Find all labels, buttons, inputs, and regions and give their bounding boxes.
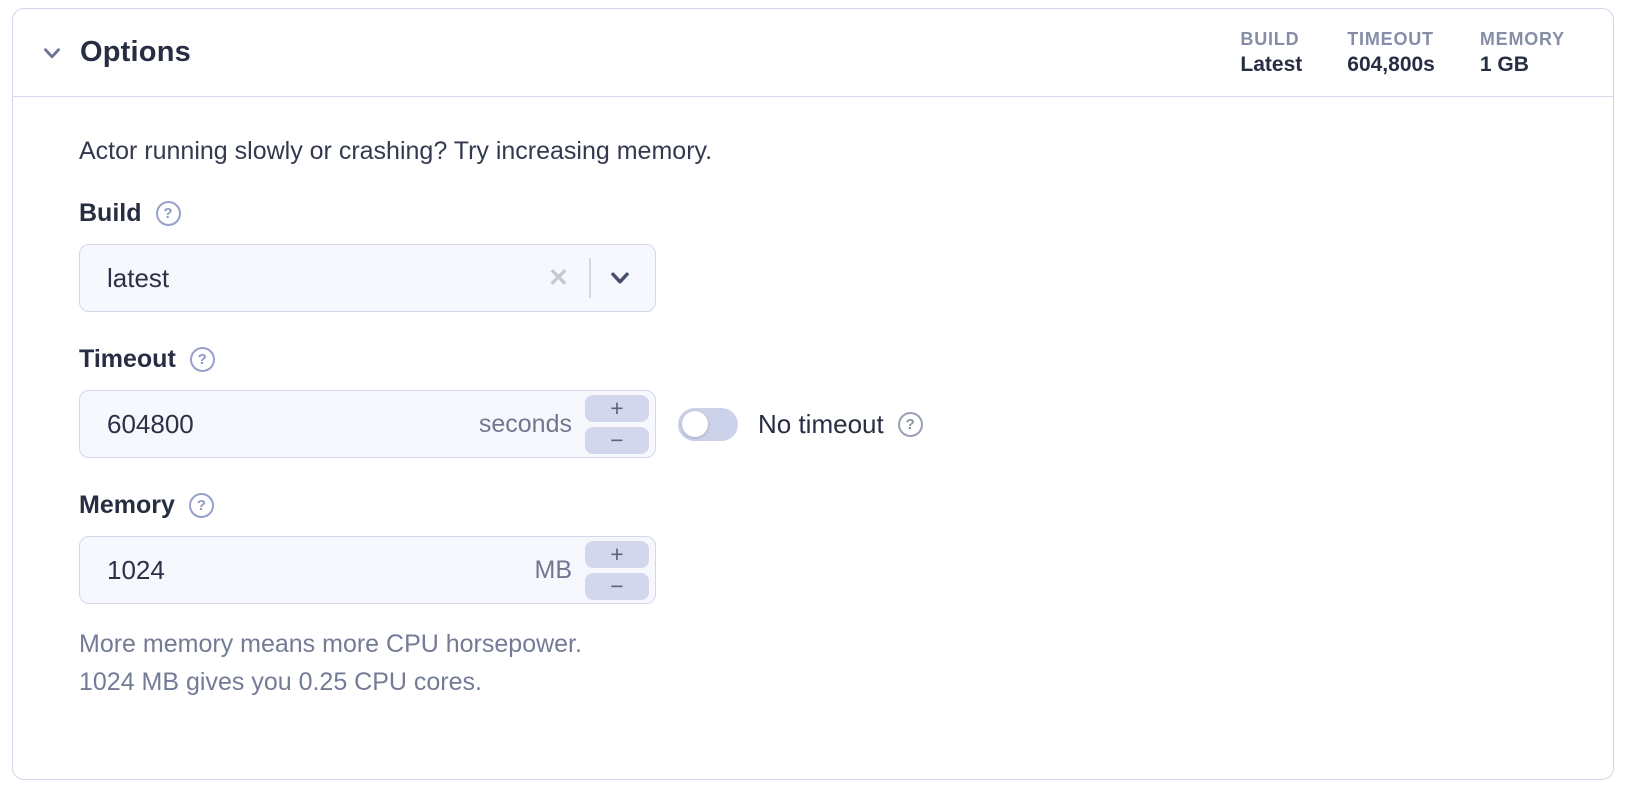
options-body: Actor running slowly or crashing? Try in… — [13, 97, 1613, 701]
clear-icon[interactable]: ✕ — [548, 263, 569, 292]
memory-stepper: + − — [585, 540, 649, 600]
summary-memory-value: 1 GB — [1479, 52, 1529, 76]
summary-timeout: TIMEOUT 604,800s — [1347, 29, 1435, 77]
build-label-row: Build ? — [79, 199, 1573, 228]
timeout-input[interactable] — [107, 408, 479, 440]
memory-input[interactable] — [107, 554, 535, 586]
memory-increment-button[interactable]: + — [585, 540, 649, 568]
build-select[interactable]: ✕ — [79, 244, 656, 312]
build-help-icon[interactable]: ? — [155, 201, 181, 226]
memory-hint-text: Actor running slowly or crashing? Try in… — [79, 137, 713, 165]
timeout-decrement-button[interactable]: − — [585, 426, 649, 454]
chevron-down-icon[interactable] — [39, 40, 65, 66]
no-timeout-help-icon[interactable]: ? — [897, 411, 923, 437]
memory-unit-label: MB — [534, 555, 573, 584]
options-header[interactable]: Options BUILD Latest TIMEOUT 604,800s ME… — [13, 9, 1613, 97]
memory-help-icon[interactable]: ? — [188, 493, 214, 518]
memory-helper-line-1: More memory means more CPU horsepower. — [79, 630, 582, 658]
summary-timeout-label: TIMEOUT — [1347, 28, 1434, 49]
summary-build-label: BUILD — [1240, 28, 1300, 49]
summary-timeout-value: 604,800s — [1347, 52, 1435, 76]
timeout-unit-label: seconds — [478, 409, 572, 438]
no-timeout-label: No timeout — [758, 408, 884, 439]
timeout-row: seconds + − No timeout ? — [79, 374, 1573, 458]
timeout-label: Timeout — [79, 345, 176, 373]
timeout-label-row: Timeout ? — [79, 345, 1573, 374]
memory-field: MB + − — [79, 536, 656, 604]
memory-label-row: Memory ? — [79, 491, 1573, 520]
build-input[interactable] — [107, 262, 545, 294]
timeout-increment-button[interactable]: + — [585, 394, 649, 422]
timeout-stepper: + − — [585, 394, 649, 454]
options-summary: BUILD Latest TIMEOUT 604,800s MEMORY 1 G… — [1240, 29, 1565, 77]
summary-build-value: Latest — [1240, 52, 1303, 76]
build-dropdown-chevron-icon[interactable] — [607, 265, 633, 291]
build-label: Build — [79, 199, 142, 227]
summary-memory: MEMORY 1 GB — [1480, 29, 1565, 77]
memory-helper-line-2: 1024 MB gives you 0.25 CPU cores. — [79, 668, 482, 696]
memory-label: Memory — [79, 491, 175, 519]
panel-title: Options — [80, 36, 191, 68]
select-divider — [589, 258, 591, 298]
summary-memory-label: MEMORY — [1479, 28, 1565, 49]
timeout-help-icon[interactable]: ? — [189, 347, 215, 372]
memory-decrement-button[interactable]: − — [585, 572, 649, 600]
memory-helper-text: More memory means more CPU horsepower. 1… — [79, 625, 1573, 701]
timeout-field: seconds + − — [79, 390, 656, 458]
summary-build: BUILD Latest — [1240, 29, 1302, 77]
options-panel: Options BUILD Latest TIMEOUT 604,800s ME… — [12, 8, 1614, 780]
no-timeout-toggle[interactable] — [678, 407, 738, 441]
toggle-knob — [682, 411, 708, 437]
